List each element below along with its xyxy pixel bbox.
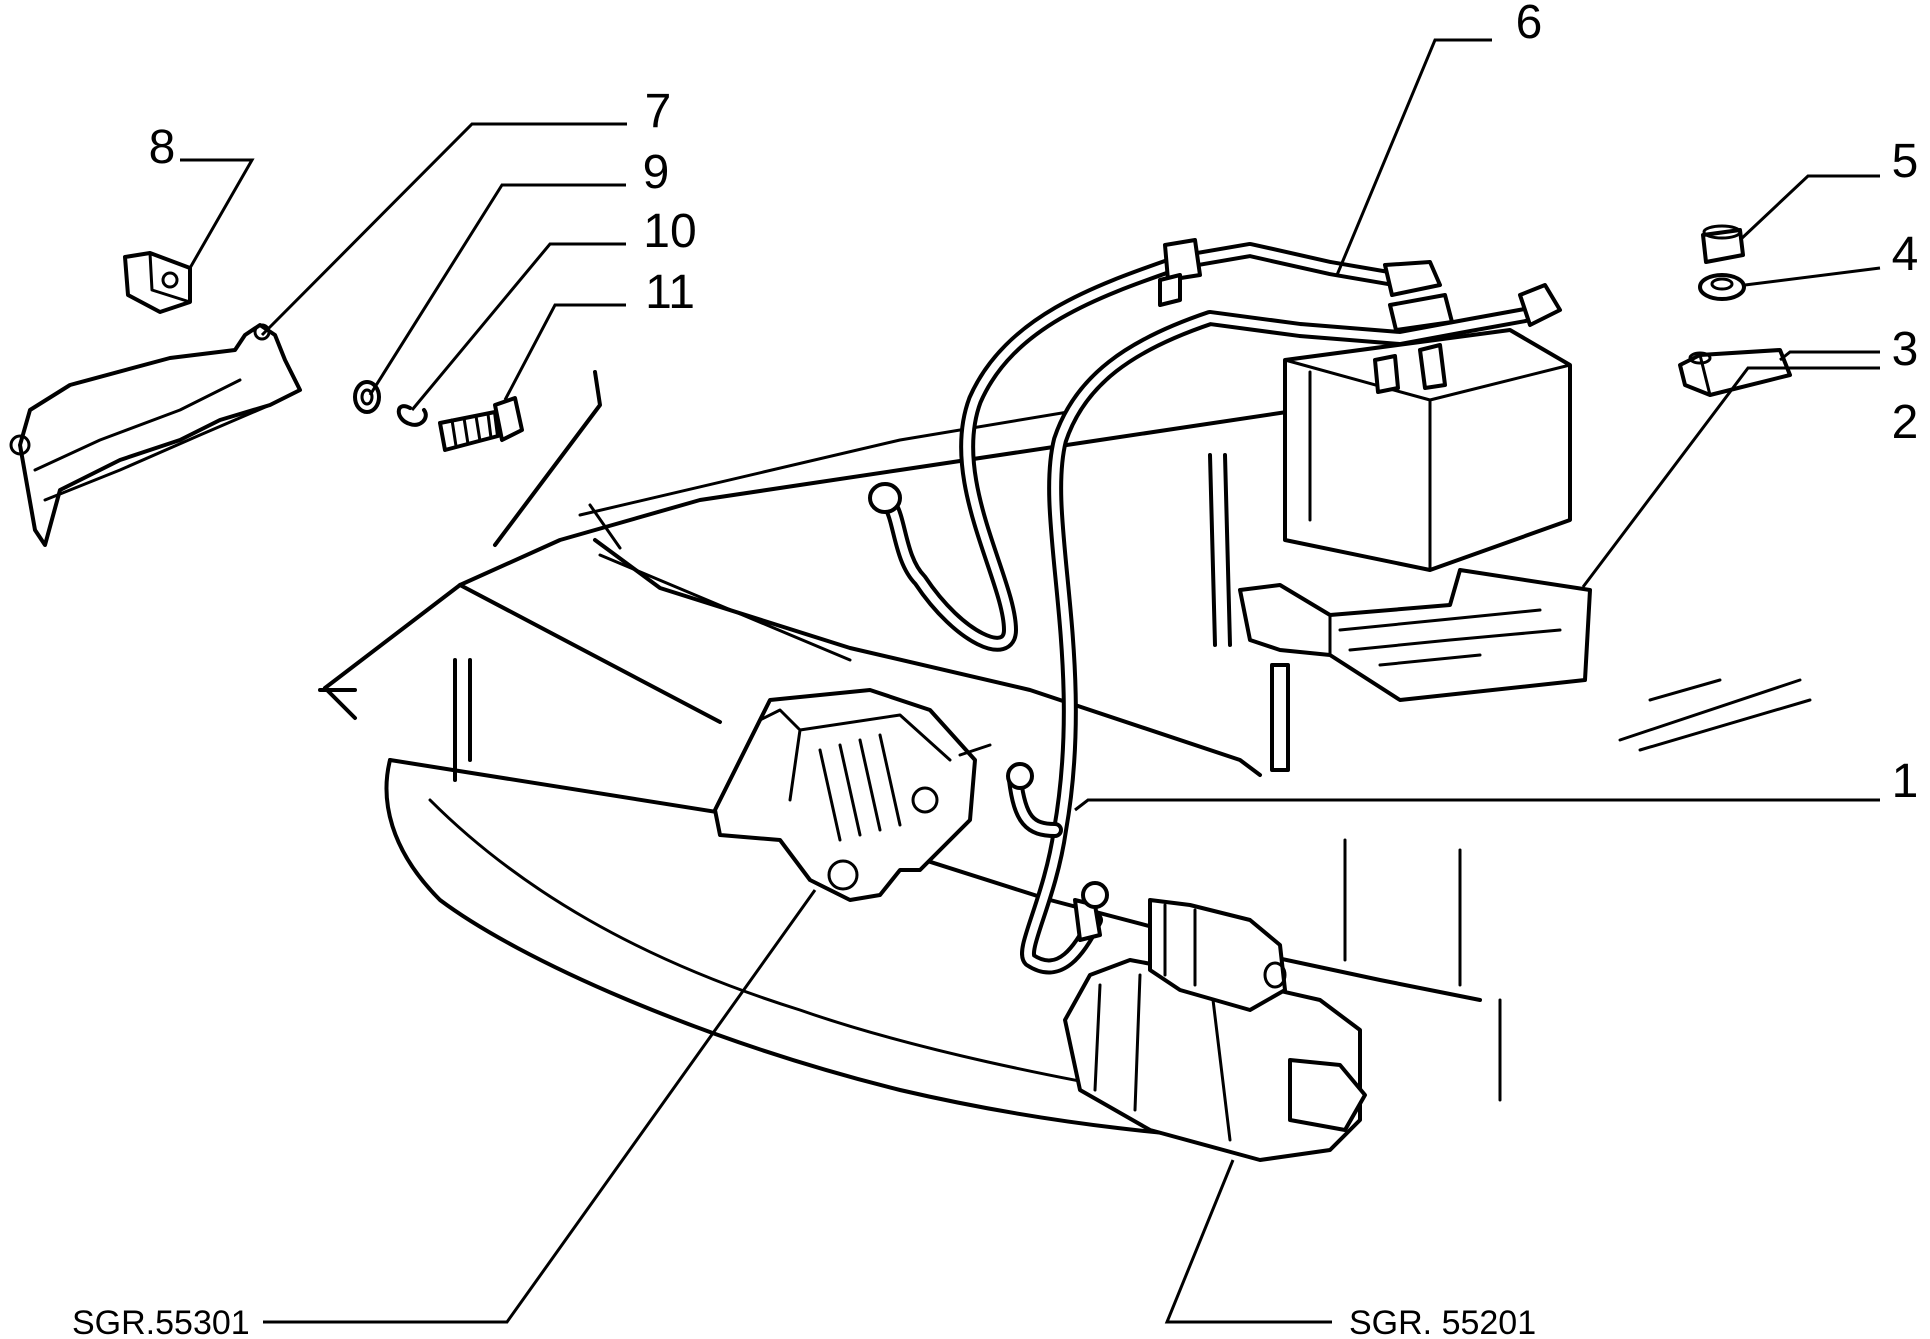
callout-10: 10: [643, 205, 696, 258]
callout-4: 4: [1892, 228, 1919, 281]
reference-labels: SGR.55301 SGR. 55201: [72, 1304, 1536, 1339]
callout-labels: 1 2 3 4 5 6 7 8 9 10 11: [149, 0, 1919, 808]
callout-8: 8: [149, 121, 176, 174]
clip-part-8: [123, 251, 192, 314]
nut-part-5: [1701, 224, 1745, 264]
callout-11: 11: [645, 266, 695, 319]
callout-2: 2: [1892, 396, 1919, 449]
callout-5: 5: [1892, 135, 1919, 188]
alternator: [713, 688, 992, 902]
callout-6: 6: [1516, 0, 1543, 49]
battery: [1283, 328, 1572, 572]
battery-cable-part-6: [868, 238, 1562, 975]
alternator-reference: SGR.55301: [72, 1304, 250, 1339]
clamp-part-3: [1678, 348, 1792, 397]
callout-1: 1: [1892, 755, 1919, 808]
leader-lines: [180, 38, 1881, 1324]
washer-part-4: [1698, 273, 1746, 301]
callout-9: 9: [643, 146, 670, 199]
bolt-part-11: [438, 396, 524, 452]
battery-tray-part-2: [1238, 568, 1592, 772]
callout-3: 3: [1892, 323, 1919, 376]
starter-motor: [1063, 898, 1367, 1162]
spring-washer-part-10: [396, 404, 428, 427]
starter-reference: SGR. 55201: [1349, 1304, 1536, 1339]
shield-bracket-part-7: [9, 323, 302, 547]
callout-7: 7: [645, 85, 672, 138]
